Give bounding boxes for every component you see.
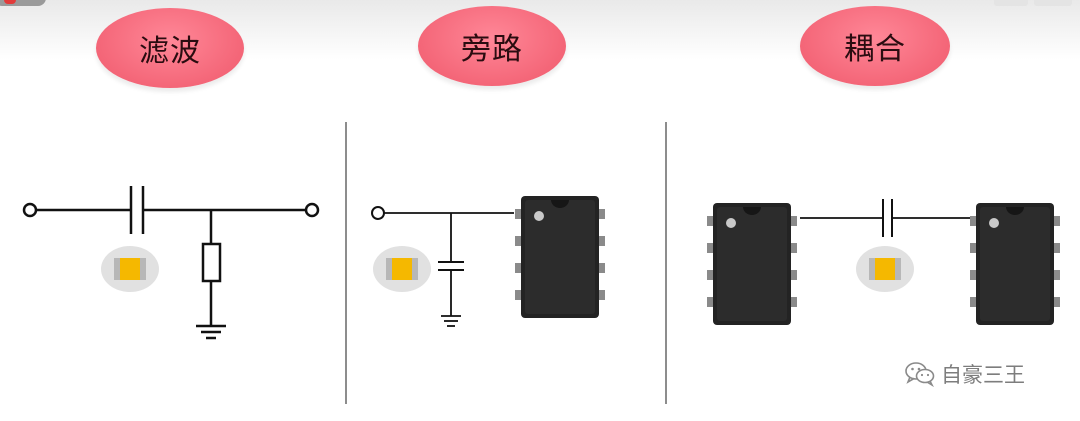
ic-chip-icon <box>707 203 797 325</box>
bypass-label-pill: 旁路 <box>418 6 566 86</box>
filter-label: 滤波 <box>139 34 201 69</box>
filter-circuit <box>22 186 320 340</box>
filter-label-pill: 滤波 <box>96 8 244 88</box>
coupling-label-pill: 耦合 <box>800 6 950 86</box>
resistor-symbol <box>201 242 222 283</box>
bypass-label: 旁路 <box>461 32 523 67</box>
ic-chip-icon <box>515 196 605 318</box>
wechat-icon <box>905 362 935 387</box>
section-divider-right <box>665 122 667 404</box>
smd-capacitor-icon <box>101 246 159 292</box>
smd-capacitor-icon <box>373 246 431 292</box>
smd-capacitor-icon <box>856 246 914 292</box>
red-indicator-dot <box>4 0 16 4</box>
watermark-text: 自豪三王 <box>941 363 1025 387</box>
watermark: 自豪三王 <box>905 356 1025 392</box>
section-divider-left <box>345 122 347 404</box>
corner-tab <box>0 0 46 6</box>
faint-logo-mark <box>994 0 1072 6</box>
bypass-circuit <box>371 196 605 327</box>
coupling-circuit <box>707 199 1060 325</box>
coupling-label: 耦合 <box>844 32 906 67</box>
ic-chip-icon <box>970 203 1060 325</box>
